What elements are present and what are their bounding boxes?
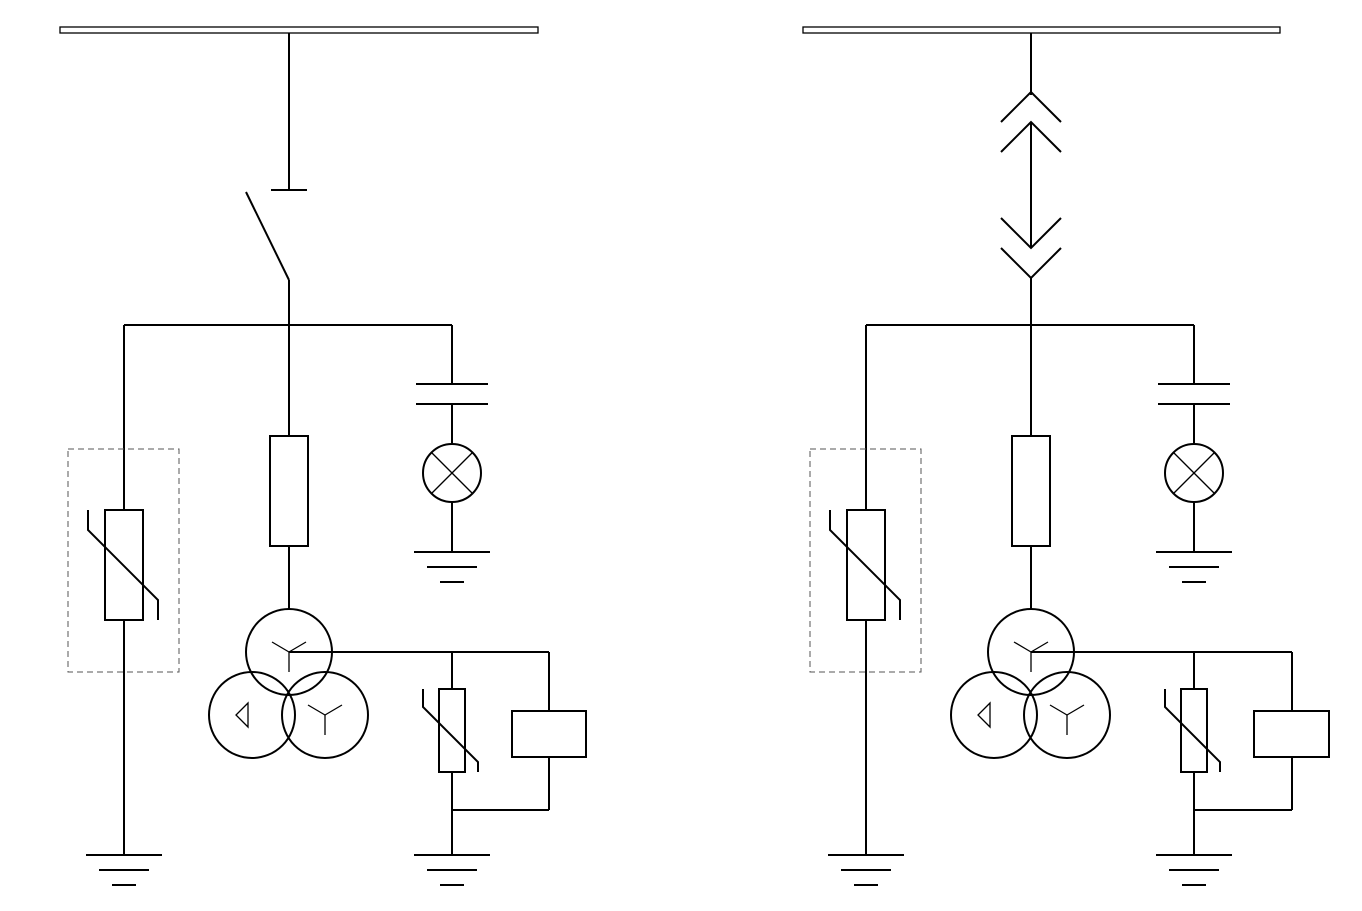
capacitor	[1158, 383, 1230, 405]
delta-winding-icon	[977, 701, 991, 729]
disconnector	[245, 189, 307, 325]
earth-icon	[414, 854, 490, 886]
fuse	[1011, 435, 1051, 547]
voltage-transformer	[950, 608, 1111, 759]
capacitor-lamp-branch	[1156, 325, 1232, 583]
indicator-lamp-icon	[1164, 443, 1224, 503]
relay-coil	[1253, 710, 1330, 758]
capacitor	[416, 383, 488, 405]
star-winding-icon	[307, 704, 343, 735]
secondary-varistor	[438, 688, 466, 773]
varistor-slash	[87, 510, 159, 620]
star-winding-icon	[1049, 704, 1085, 735]
surge-arrester-branch	[809, 325, 922, 886]
star-winding-icon	[271, 641, 307, 672]
fuse-transformer-branch	[950, 325, 1330, 886]
varistor-slash	[829, 510, 901, 620]
earth-icon	[86, 854, 162, 886]
indicator-lamp-icon	[422, 443, 482, 503]
earth-icon	[828, 854, 904, 886]
secondary-varistor	[1180, 688, 1208, 773]
fuse	[269, 435, 309, 547]
earth-icon	[414, 551, 490, 583]
voltage-transformer	[208, 608, 369, 759]
surge-arrester-branch	[67, 325, 180, 886]
arrester-frame	[809, 448, 922, 673]
circuit-left	[59, 26, 587, 886]
delta-winding-icon	[235, 701, 249, 729]
relay-coil	[511, 710, 587, 758]
busbar	[802, 26, 1281, 34]
arrester-frame	[67, 448, 180, 673]
fuse-transformer-branch	[208, 325, 587, 886]
earth-icon	[1156, 854, 1232, 886]
capacitor-lamp-branch	[414, 325, 490, 583]
circuit-right	[802, 26, 1330, 886]
busbar	[59, 26, 539, 34]
star-winding-icon	[1013, 641, 1049, 672]
withdrawable-contact	[1000, 90, 1062, 325]
earth-icon	[1156, 551, 1232, 583]
